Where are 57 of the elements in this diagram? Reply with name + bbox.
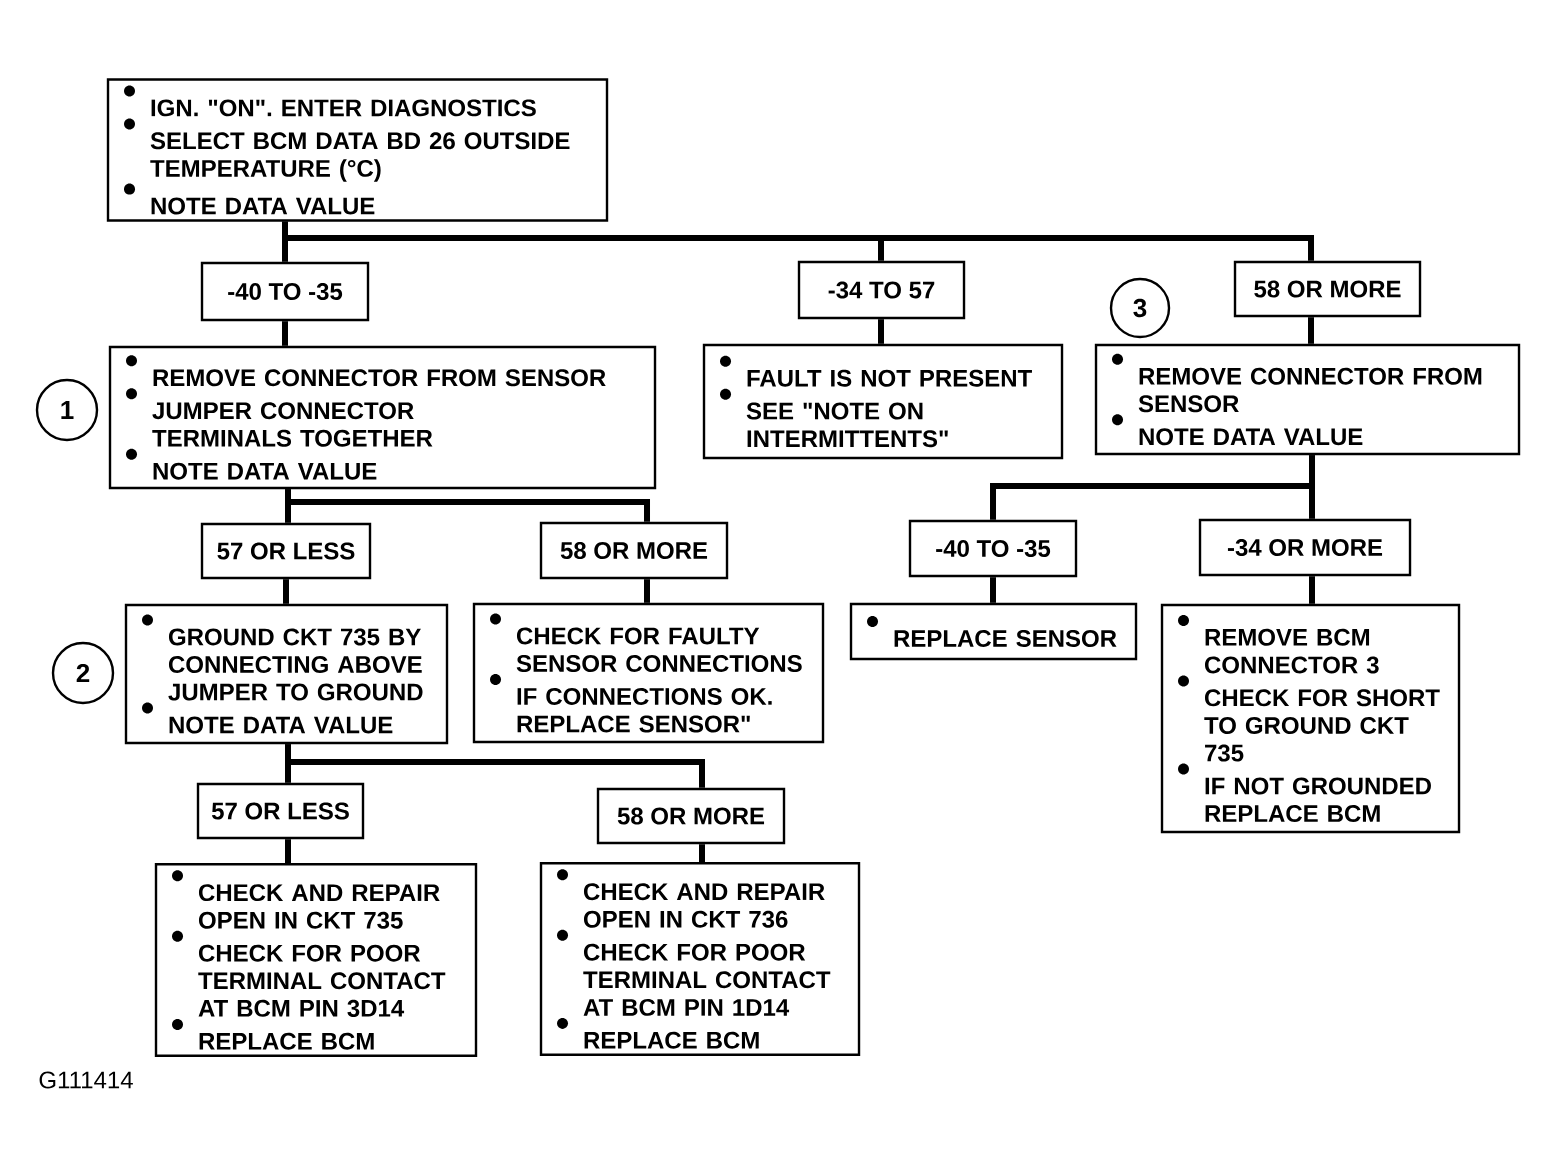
step-text: FAULT IS NOT PRESENT xyxy=(747,369,1032,387)
step-text: GROUND CKT 735 BY CONNECTING ABOVE JUMPER TO GROUND xyxy=(168,628,423,701)
connector-line xyxy=(283,579,289,604)
step-box xyxy=(1160,603,1461,834)
connector-line xyxy=(1309,576,1315,604)
step-text: CHECK FOR SHORT TO GROUND CKT 735 xyxy=(1204,689,1440,762)
step-text: CHECK FOR POOR TERMINAL CONTACT AT BCM PIN 3D14 xyxy=(198,944,446,1017)
step-text: NOTE DATA VALUE xyxy=(151,197,375,215)
step-box xyxy=(154,863,478,1057)
value-range-box: 57 OR LESS xyxy=(196,782,365,840)
step-text: JUMPER CONNECTOR TERMINALS TOGETHER xyxy=(152,402,433,447)
connector-line xyxy=(282,321,288,346)
step-text: SEE "NOTE ON INTERMITTENTS" xyxy=(746,402,948,448)
step-text: CHECK FOR POOR TERMINAL CONTACT AT BCM PIN 1D14 xyxy=(583,943,831,1016)
connector-line xyxy=(1308,317,1314,344)
step-text: SELECT BCM DATA BD 26 OUTSIDE TEMPERATURE (°C) xyxy=(150,132,570,182)
step-text: REMOVE CONNECTOR FROM SENSOR xyxy=(153,369,606,387)
step-text: NOTE DATA VALUE xyxy=(153,462,377,480)
step-text: CHECK AND REPAIR OPEN IN CKT 736 xyxy=(584,883,825,928)
connector-line xyxy=(285,744,705,788)
step-text: CHECK FOR FAULTY SENSOR CONNECTIONS xyxy=(516,627,802,672)
step-box xyxy=(539,862,861,1056)
connector-line xyxy=(1309,455,1315,519)
connector-line xyxy=(285,839,291,864)
step-text: REPLACE BCM xyxy=(199,1032,374,1050)
connector-line xyxy=(878,319,884,344)
step-text: NOTE DATA VALUE xyxy=(169,716,393,734)
step-box xyxy=(849,602,1138,661)
connector-line xyxy=(285,489,650,522)
figure-code: G111414 xyxy=(39,1071,133,1089)
step-text: NOTE DATA VALUE xyxy=(1139,428,1363,446)
step-text: IF NOT GROUNDED REPLACE BCM xyxy=(1205,777,1431,823)
step-box xyxy=(108,345,657,490)
value-range-box: -34 OR MORE xyxy=(1198,518,1412,577)
step-box xyxy=(1094,343,1521,456)
value-range-box: -40 TO -35 xyxy=(200,261,370,322)
step-box xyxy=(702,343,1064,460)
step-text: REMOVE CONNECTOR FROM SENSOR xyxy=(1138,367,1482,413)
step-box xyxy=(472,602,825,744)
step-box xyxy=(106,78,609,222)
step-text: CHECK AND REPAIR OPEN IN CKT 735 xyxy=(198,884,440,929)
step-text: IGN. "ON". ENTER DIAGNOSTICS xyxy=(151,99,536,117)
step-text: REMOVE BCM CONNECTOR 3 xyxy=(1205,628,1379,674)
step-text: REPLACE SENSOR xyxy=(894,629,1117,647)
connector-line xyxy=(282,221,1314,261)
value-range-box: 58 OR MORE xyxy=(596,787,786,845)
step-box xyxy=(124,603,449,745)
step-text: REPLACE BCM xyxy=(584,1031,759,1049)
value-range-box: -34 TO 57 xyxy=(797,260,966,320)
value-range-box: 58 OR MORE xyxy=(1233,260,1422,318)
value-range-box: 57 OR LESS xyxy=(200,522,372,580)
connector-line xyxy=(990,577,996,603)
value-range-box: -40 TO -35 xyxy=(908,519,1078,578)
value-range-box: 58 OR MORE xyxy=(539,521,729,580)
connector-line xyxy=(644,579,650,603)
connector-line xyxy=(699,844,705,863)
step-text: IF CONNECTIONS OK. REPLACE SENSOR" xyxy=(517,687,772,733)
